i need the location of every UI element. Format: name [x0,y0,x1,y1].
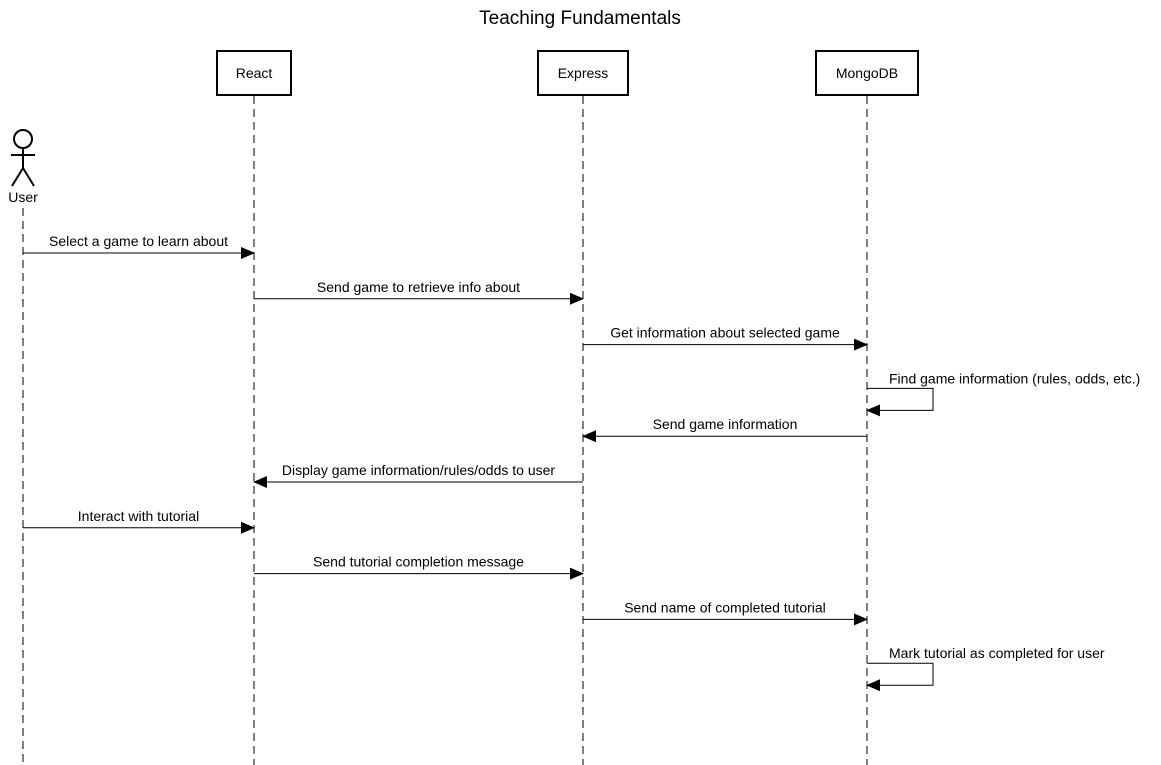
self-message-arrow [866,387,934,417]
self-message-arrow [866,662,934,692]
participant-react: React [216,50,292,96]
message-label: Display game information/rules/odds to u… [282,462,555,478]
actor-left-leg [11,167,24,187]
message: Display game information/rules/odds to u… [253,462,583,488]
participant-label: MongoDB [836,65,898,81]
message: Find game information (rules, odds, etc.… [866,370,1140,417]
message-label: Find game information (rules, odds, etc.… [889,370,1140,386]
message-label: Select a game to learn about [49,233,228,249]
message: Send game to retrieve info about [254,279,584,305]
participant-box [216,50,292,96]
participant-label: Express [558,65,609,81]
actor-head [13,129,33,149]
message: Interact with tutorial [23,508,255,534]
participant-express: Express [537,50,629,96]
participant-box [537,50,629,96]
actor-label: User [8,189,38,205]
message: Mark tutorial as completed for user [866,645,1105,692]
actor-user: User [8,129,38,205]
message: Send name of completed tutorial [583,599,868,626]
message-label: Get information about selected game [610,325,840,341]
participant-label: React [236,65,273,81]
participants: React Express MongoDB [216,50,919,765]
message: Send tutorial completion message [254,554,584,580]
message: Select a game to learn about [23,233,255,259]
message-label: Send name of completed tutorial [624,599,826,615]
message-label: Send tutorial completion message [313,554,524,570]
message: Send game information [582,416,867,443]
participant-box [815,50,919,96]
actor-right-leg [22,167,35,187]
message-label: Mark tutorial as completed for user [889,645,1105,661]
message-label: Interact with tutorial [78,508,199,524]
diagram-title: Teaching Fundamentals [479,8,681,29]
participant-mongodb: MongoDB [815,50,919,96]
message-label: Send game to retrieve info about [317,279,520,295]
message: Get information about selected game [583,325,868,351]
message-label: Send game information [653,416,798,432]
